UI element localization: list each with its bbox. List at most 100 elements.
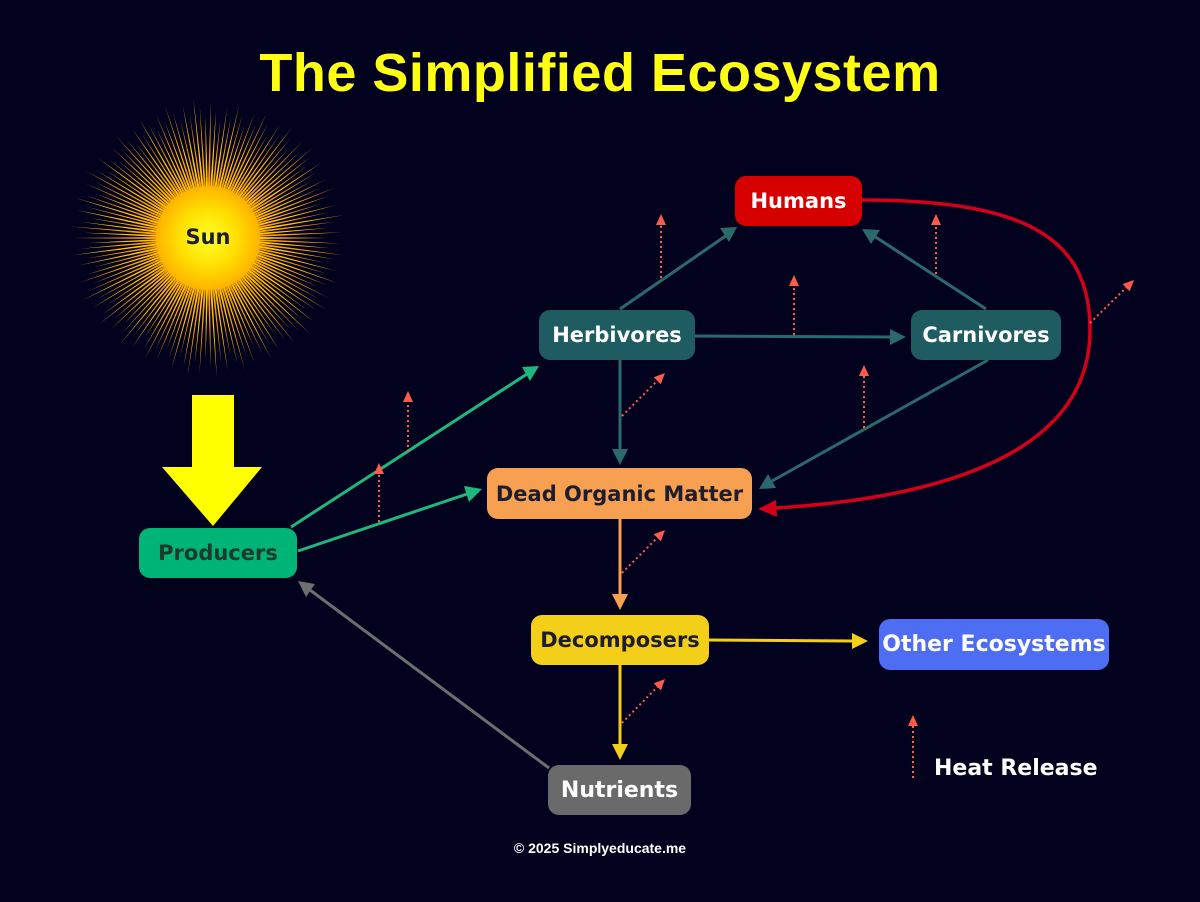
sun-ray: [106, 170, 176, 217]
decomposers-to-other-ecosystems-arrow: [708, 633, 868, 649]
sun-ray: [236, 264, 311, 334]
sun-ray: [95, 182, 173, 222]
sun-ray: [245, 195, 329, 226]
sun-ray: [98, 158, 177, 216]
sun-to-producers-arrow: [162, 395, 262, 526]
sun-ray: [219, 124, 245, 201]
sun-ray: [248, 236, 326, 240]
herbivores-to-humans-arrow: [619, 227, 737, 311]
herbivores-node: Herbivores: [539, 310, 695, 360]
humans-node: Humans: [735, 176, 862, 226]
sun-ray: [233, 266, 290, 329]
sun-ray: [227, 272, 270, 345]
sun-ray: [231, 127, 292, 207]
sun-ray: [247, 238, 340, 244]
sun-ray: [220, 275, 255, 363]
carnivores-node: Carnivores: [911, 310, 1061, 360]
sun-ray: [232, 137, 291, 208]
sun-ray: [187, 277, 204, 377]
sun-ray: [235, 265, 300, 332]
sun-ray: [239, 260, 306, 310]
sun-ray: [207, 277, 211, 368]
sun-icon: [70, 98, 345, 377]
sun-ray: [212, 277, 228, 371]
sun-ray: [108, 159, 178, 215]
sun-ray: [247, 241, 344, 256]
sun-ray: [183, 277, 202, 367]
sun-ray: [82, 254, 173, 301]
sun-ray: [80, 240, 169, 249]
sun-ray: [173, 112, 199, 200]
sun-ray: [222, 274, 255, 348]
sun-ray: [99, 261, 178, 325]
herbivores-to-dead-organic-matter-arrow: [612, 360, 628, 465]
sun-ray: [244, 251, 328, 286]
dead-organic-matter-node: Dead Organic Matter: [487, 468, 752, 519]
sun-ray: [194, 277, 205, 364]
sun-ray: [168, 275, 197, 359]
heat-release-arrowhead: [653, 530, 665, 542]
heat-release-arrowhead: [374, 463, 384, 474]
sun-ray: [199, 277, 207, 373]
sun-ray: [121, 150, 181, 211]
dead-organic-matter-to-decomposers-arrow: [612, 519, 628, 610]
producers-to-dead-organic-matter-arrow: [297, 486, 482, 553]
sun-ray: [205, 116, 209, 199]
sun-ray: [180, 276, 200, 357]
sun-ray: [144, 271, 188, 339]
sun-ray: [227, 134, 268, 204]
sun-ray: [247, 221, 336, 235]
sun-ray: [216, 104, 240, 200]
heat-release-arrowhead: [403, 391, 413, 402]
sun-ray: [136, 143, 185, 207]
sun-ray: [93, 246, 170, 268]
heat-release-arrowhead: [859, 365, 869, 376]
heat-release-arrowhead: [653, 373, 665, 385]
sun-ray: [217, 276, 246, 371]
sun-ray: [72, 241, 169, 256]
sun-ray: [156, 129, 193, 203]
sun-ray: [246, 245, 325, 263]
sun-ray: [247, 215, 345, 233]
sun-ray: [171, 276, 199, 369]
sun-ray: [116, 136, 183, 210]
sun-ray: [242, 256, 318, 299]
decomposers-node: Decomposers: [531, 615, 709, 665]
sun-ray: [189, 113, 204, 199]
sun-ray: [241, 172, 317, 219]
sun-ray: [126, 139, 184, 208]
sun-ray: [111, 147, 180, 212]
sun-ray: [166, 275, 196, 349]
sun-ray: [236, 151, 300, 212]
sun-ray: [242, 181, 312, 220]
carnivores-to-dead-organic-matter-arrow: [759, 358, 989, 489]
sun-ray: [156, 274, 194, 360]
humans-to-dead-organic-matter-arrow: [758, 198, 1092, 517]
sun-ray: [243, 254, 328, 298]
sun-ray: [209, 277, 217, 377]
sun-ray: [244, 253, 318, 287]
sun-ray: [165, 105, 197, 201]
sun-ray: [76, 210, 170, 231]
sun-ray: [228, 124, 280, 205]
sun-ray: [235, 141, 303, 211]
sun-ray: [148, 123, 191, 204]
sun-ray: [233, 148, 289, 210]
sun-ray: [193, 98, 205, 199]
sun-ray: [223, 113, 267, 203]
sun-ray: [229, 270, 276, 335]
sun-ray: [113, 263, 179, 320]
carnivores-to-humans-arrow: [862, 229, 987, 311]
sun-ray: [95, 193, 172, 225]
nutrients-node: Nutrients: [548, 765, 691, 815]
sun-ray: [92, 257, 175, 308]
sun-ray: [118, 160, 179, 213]
sun-ray: [164, 120, 196, 201]
sun-ray: [89, 218, 169, 233]
sun-ray: [225, 123, 268, 204]
sun-ray: [237, 146, 314, 213]
sun-ray: [247, 232, 342, 238]
sun-ray: [241, 257, 327, 310]
sun-ray: [212, 107, 228, 199]
